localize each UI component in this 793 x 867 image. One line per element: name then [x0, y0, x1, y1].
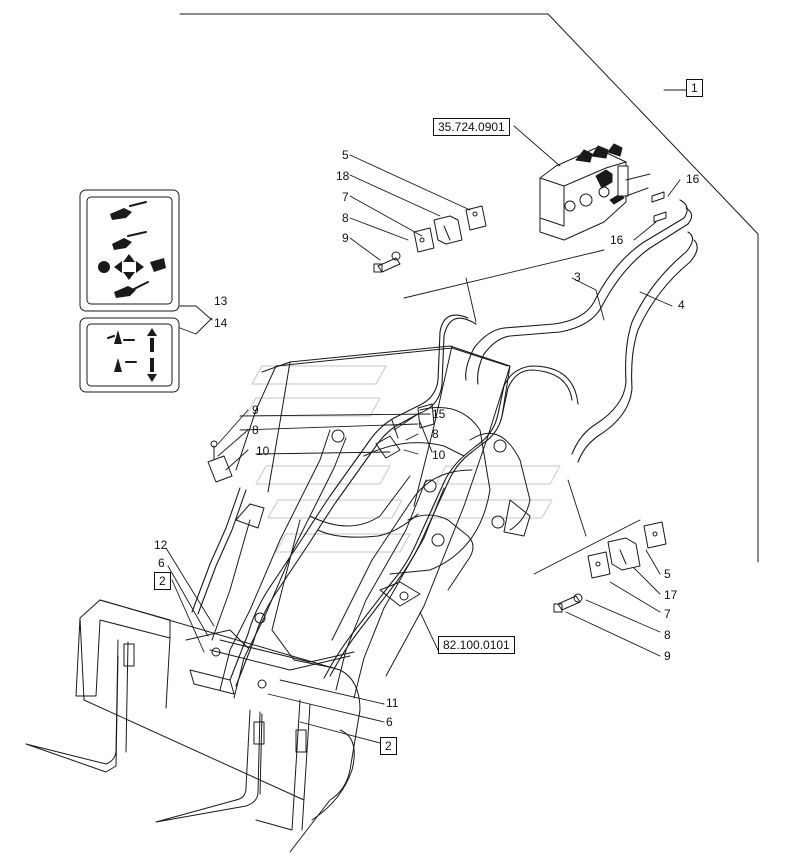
callout-11: 11: [386, 696, 399, 710]
callout-6-left: 6: [158, 556, 165, 570]
lift-arms: [185, 429, 445, 699]
callout-1: 1: [686, 79, 703, 97]
bracket-lower: [553, 521, 667, 613]
clamps: [211, 403, 435, 689]
callout-2-bottom: 2: [380, 737, 397, 755]
callout-5-upper: 5: [342, 148, 349, 162]
watermark-logo: [245, 365, 561, 553]
callout-8-upper: 8: [342, 211, 349, 225]
callout-5-lower: 5: [664, 567, 671, 581]
callout-14: 14: [214, 316, 228, 330]
callout-8-lower: 8: [664, 628, 671, 642]
callout-6-bottom: 6: [386, 715, 393, 729]
callout-9-left: 9: [252, 403, 259, 417]
callout-16-lower: 16: [610, 233, 624, 247]
loader-frame: [211, 345, 531, 677]
callout-15: 15: [432, 407, 446, 421]
callout-3: 3: [574, 270, 581, 284]
callout-7-lower: 7: [664, 607, 671, 621]
assembly-frame-lines: [179, 13, 759, 563]
callout-17: 17: [664, 588, 678, 602]
control-valve: [539, 143, 667, 241]
callout-8-left: 8: [252, 423, 259, 437]
callout-10-left: 10: [256, 444, 270, 458]
callout-8-mid: 8: [432, 427, 439, 441]
bracket-upper: [373, 205, 487, 273]
boom-tubes: [191, 314, 579, 687]
decal-13: [79, 189, 180, 312]
callout-9-lower: 9: [664, 649, 671, 663]
callout-4: 4: [678, 298, 685, 312]
hose-3: [465, 199, 693, 385]
valve-reference-label[interactable]: 35.724.0901: [433, 118, 510, 136]
callout-2-left: 2: [154, 572, 171, 590]
bucket: [25, 599, 361, 853]
bracket-left-small: [207, 419, 401, 483]
callout-7-upper: 7: [342, 190, 349, 204]
leader-lines: [165, 89, 693, 745]
callout-16-upper: 16: [686, 172, 700, 186]
frame-reference-label[interactable]: 82.100.0101: [438, 636, 515, 654]
callout-12: 12: [154, 538, 168, 552]
callout-18: 18: [336, 169, 350, 183]
callout-13: 13: [214, 294, 228, 308]
decal-14: [79, 317, 180, 393]
callout-9-upper: 9: [342, 231, 349, 245]
callout-10-mid: 10: [432, 448, 446, 462]
hose-4: [571, 231, 698, 463]
